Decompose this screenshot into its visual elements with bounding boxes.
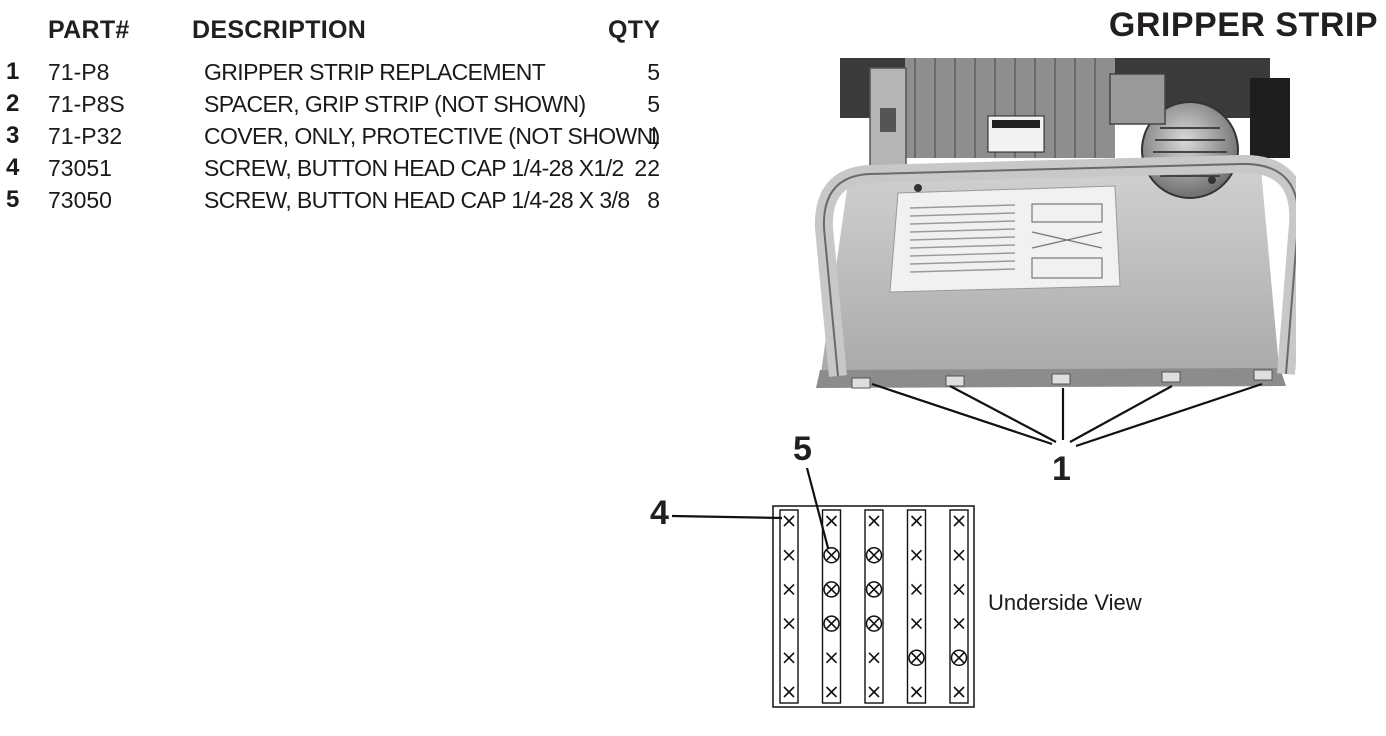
- button-screw-1-2-marker: [783, 686, 795, 698]
- part-description: SCREW, BUTTON HEAD CAP 1/4-28 X 3/8: [204, 187, 630, 213]
- button-screw-1-2-marker: [953, 618, 965, 630]
- description-header: DESCRIPTION: [192, 16, 367, 44]
- page-title: GRIPPER STRIP: [1108, 6, 1378, 44]
- button-screw-3-8-marker: [823, 546, 840, 564]
- button-screw-1-2-marker: [910, 686, 923, 698]
- callout-1: 1: [1052, 450, 1071, 488]
- underside-view-label: Underside View: [988, 590, 1142, 615]
- button-screw-3-8-marker: [865, 581, 883, 598]
- parts-row: 3 71-P32 COVER, ONLY, PROTECTIVE (NOT SH…: [0, 120, 680, 152]
- button-screw-3-8-marker: [823, 615, 840, 632]
- button-screw-1-2-marker: [953, 583, 965, 595]
- button-screw-1-2-marker: [783, 618, 795, 630]
- part-qty: 5: [647, 59, 660, 85]
- gripper-strip: [864, 509, 884, 704]
- parts-row: 5 73050 SCREW, BUTTON HEAD CAP 1/4-28 X …: [0, 184, 680, 216]
- button-screw-3-8-marker: [865, 615, 883, 632]
- button-screw-1-2-marker: [953, 549, 965, 561]
- button-screw-1-2-marker: [783, 549, 795, 561]
- part-number: 73050: [48, 187, 112, 213]
- button-screw-1-2-marker: [910, 583, 923, 595]
- button-screw-1-2-marker: [953, 515, 965, 527]
- row-index: 1: [6, 58, 20, 85]
- button-screw-3-8-marker: [908, 649, 925, 667]
- qty-header: QTY: [608, 16, 661, 44]
- button-screw-3-8-marker: [865, 546, 883, 564]
- parts-row: 2 71-P8S SPACER, GRIP STRIP (NOT SHOWN) …: [0, 88, 680, 120]
- callout-4: 4: [650, 494, 669, 532]
- gripper-strip: [906, 509, 927, 704]
- button-screw-1-2-marker: [868, 652, 880, 664]
- part-number: 73051: [48, 155, 112, 181]
- row-index: 3: [6, 122, 20, 149]
- row-index: 5: [6, 186, 20, 213]
- button-screw-3-8-marker: [823, 581, 840, 598]
- button-screw-1-2-marker: [783, 583, 795, 595]
- underside-frame: [772, 505, 975, 708]
- button-screw-1-2-marker: [868, 686, 880, 698]
- part-qty: 22: [634, 155, 660, 181]
- row-index: 2: [6, 90, 20, 117]
- button-screw-1-2-marker: [783, 652, 795, 664]
- gripper-strip: [949, 509, 969, 704]
- button-screw-1-2-marker: [868, 515, 880, 527]
- button-screw-3-8-marker: [950, 649, 968, 667]
- button-screw-1-2-marker: [825, 515, 838, 527]
- part-number-header: PART#: [48, 16, 130, 44]
- button-screw-1-2-marker: [783, 515, 795, 527]
- part-qty: 1: [647, 123, 660, 149]
- button-screw-1-2-marker: [953, 686, 965, 698]
- gripper-strip: [779, 509, 799, 704]
- part-description: GRIPPER STRIP REPLACEMENT: [204, 59, 546, 85]
- gripper-strip: [821, 509, 842, 704]
- product-photo: [814, 58, 1296, 389]
- part-qty: 8: [647, 187, 660, 213]
- part-description: SCREW, BUTTON HEAD CAP 1/4-28 X1/2: [204, 155, 624, 181]
- part-description: SPACER, GRIP STRIP (NOT SHOWN): [204, 91, 586, 117]
- button-screw-1-2-marker: [910, 618, 923, 630]
- parts-row: 4 73051 SCREW, BUTTON HEAD CAP 1/4-28 X1…: [0, 152, 680, 184]
- part-description: COVER, ONLY, PROTECTIVE (NOT SHOWN): [204, 123, 660, 149]
- button-screw-1-2-marker: [910, 549, 923, 561]
- row-index: 4: [6, 154, 20, 181]
- button-screw-1-2-marker: [910, 515, 923, 527]
- part-number: 71-P32: [48, 123, 123, 149]
- parts-row: 1 71-P8 GRIPPER STRIP REPLACEMENT 5: [0, 56, 680, 88]
- button-screw-1-2-marker: [825, 652, 838, 664]
- part-qty: 5: [647, 91, 660, 117]
- callout-5: 5: [793, 430, 812, 468]
- button-screw-1-2-marker: [825, 686, 838, 698]
- part-number: 71-P8: [48, 59, 110, 85]
- part-number: 71-P8S: [48, 91, 125, 117]
